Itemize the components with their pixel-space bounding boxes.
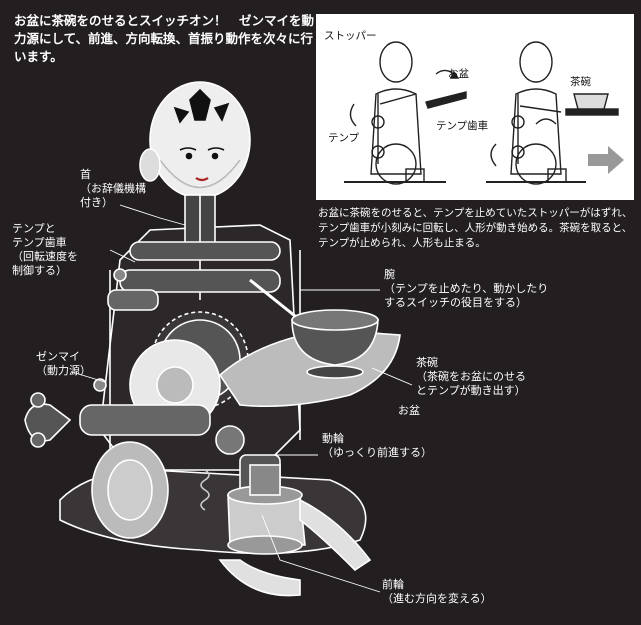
label-drive-wheel: 動輪 （ゆっくり前進する） — [322, 432, 432, 459]
label-front-wheel: 前輪 （進む方向を変える） — [382, 578, 492, 605]
label-tempu: テンプと テンプ歯車 （回転速度を 制御する） — [12, 222, 78, 277]
label-obon: お盆 — [398, 404, 420, 417]
panel-label-tray: お盆 — [448, 68, 469, 80]
mechanism-diagram — [344, 41, 624, 185]
label-chawan: 茶碗 （茶碗をお盆にのせる とテンプが動き出す） — [416, 356, 526, 397]
label-zenmai: ゼンマイ （動力源） — [36, 350, 91, 377]
panel-label-tempu-gear: テンプ歯車 — [436, 120, 489, 132]
panel-label-tempu: テンプ — [328, 132, 360, 144]
panel-label-teacup: 茶碗 — [570, 76, 591, 88]
panel-caption: お盆に茶碗をのせると、テンプを止めていたストッパーがはずれ、テンプ歯車が小刻みに… — [318, 207, 633, 249]
intro-text: お盆に茶碗をのせるとスイッチオン！ ゼンマイを動力源にして、前進、方向転換、首振… — [14, 13, 315, 64]
mechanism-panel: ストッパー お盆 テンプ テンプ歯車 茶碗 — [316, 14, 634, 200]
forward-arrow-icon — [588, 146, 624, 174]
label-neck: 首 （お辞儀機構 付き） — [80, 168, 146, 209]
label-arm: 腕 （テンプを止めたり、動かしたり するスイッチの役目をする） — [384, 268, 549, 309]
panel-label-stopper: ストッパー — [324, 30, 377, 42]
